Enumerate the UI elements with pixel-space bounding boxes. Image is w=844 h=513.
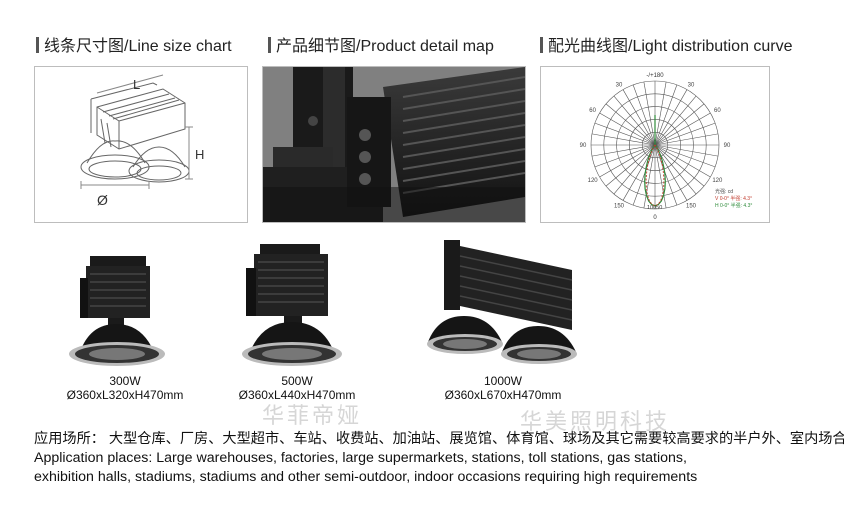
line-size-drawing: L H Ø xyxy=(80,74,204,208)
polar-spoke xyxy=(654,144,667,209)
polar-spoke xyxy=(591,133,656,146)
product-1000w-caption: 1000W Ø360xL670xH470mm xyxy=(444,374,562,402)
polar-spoke xyxy=(613,144,656,195)
polar-spoke xyxy=(605,144,656,187)
polar-spoke xyxy=(599,144,656,178)
polar-top-label: -/+180 xyxy=(646,73,664,79)
polar-spoke xyxy=(654,144,678,206)
application-cn: 应用场所： 大型仓库、厂房、大型超市、车站、收费站、加油站、展览馆、体育馆、球场… xyxy=(34,431,844,447)
polar-angle-label: 150 xyxy=(686,204,697,210)
header-line-size: 线条尺寸图/Line size chart xyxy=(36,32,232,56)
polar-spoke xyxy=(654,81,667,146)
product-detail-photo xyxy=(263,67,525,222)
header-light-curve: 配光曲线图/Light distribution curve xyxy=(540,32,793,56)
polar-spoke xyxy=(632,84,656,146)
polar-spoke xyxy=(654,133,719,146)
product-300w-image xyxy=(69,256,165,366)
polar-angle-label: 30 xyxy=(616,82,623,88)
polar-scale-label: 10050 xyxy=(647,205,662,211)
polar-angle-label: 150 xyxy=(614,204,625,210)
polar-angle-label: 60 xyxy=(714,108,721,114)
polar-legend-2: H 0-0° 半强: 4.3° xyxy=(715,202,752,209)
polar-spoke xyxy=(654,144,697,195)
watermark-left: 华菲帝娅 xyxy=(262,403,363,428)
polar-spoke xyxy=(605,103,656,146)
application-en-2: exhibition halls, stadiums, stadiums and… xyxy=(34,469,698,485)
polar-spoke xyxy=(654,122,716,146)
watermark-right: 华美照明科技 xyxy=(520,409,671,434)
polar-spoke xyxy=(654,103,705,146)
product-300w-caption: 300W Ø360xL320xH470mm xyxy=(66,374,184,402)
polar-spoke xyxy=(654,95,697,146)
polar-spoke xyxy=(599,112,656,146)
polar-spoke xyxy=(594,144,656,168)
polar-angle-label: 60 xyxy=(589,108,596,114)
polar-spoke xyxy=(654,144,705,187)
polar-spoke xyxy=(632,144,656,206)
product-500w-caption: 500W Ø360xL440xH470mm xyxy=(238,374,356,402)
polar-spoke xyxy=(654,144,719,157)
polar-legend-1: V 0-0° 半强: 4.3° xyxy=(715,195,752,202)
product-500w-image xyxy=(242,244,342,366)
polar-bottom-label: 0 xyxy=(653,215,657,221)
polar-spoke xyxy=(613,95,656,146)
polar-curve-h xyxy=(645,144,665,207)
application-text: 应用场所： 大型仓库、厂房、大型超市、车站、收费站、加油站、展览馆、体育馆、球场… xyxy=(34,430,844,487)
polar-angle-label: 90 xyxy=(724,143,731,149)
polar-spoke xyxy=(654,89,688,146)
length-label: L xyxy=(133,77,140,92)
line-size-panel: L H Ø xyxy=(34,66,248,223)
polar-spoke xyxy=(591,144,656,157)
polar-angle-label: 90 xyxy=(580,143,587,149)
polar-spoke xyxy=(654,84,678,146)
product-1000w-image xyxy=(427,240,577,364)
header-product-detail: 产品细节图/Product detail map xyxy=(268,32,494,56)
height-label: H xyxy=(195,147,204,162)
product-detail-panel xyxy=(262,66,526,223)
polar-legend-0: 光强: cd xyxy=(715,188,733,195)
polar-angle-label: 120 xyxy=(712,178,723,184)
polar-spoke xyxy=(654,144,711,178)
polar-spoke xyxy=(643,81,656,146)
polar-spoke xyxy=(654,144,716,168)
polar-angle-label: 30 xyxy=(688,82,695,88)
polar-spoke xyxy=(622,89,656,146)
polar-angle-label: 120 xyxy=(588,178,599,184)
diameter-label: Ø xyxy=(97,192,108,208)
polar-spoke xyxy=(643,144,656,209)
application-en-1: Application places: Large warehouses, fa… xyxy=(34,450,687,466)
polar-spoke xyxy=(654,112,711,146)
polar-spoke xyxy=(594,122,656,146)
